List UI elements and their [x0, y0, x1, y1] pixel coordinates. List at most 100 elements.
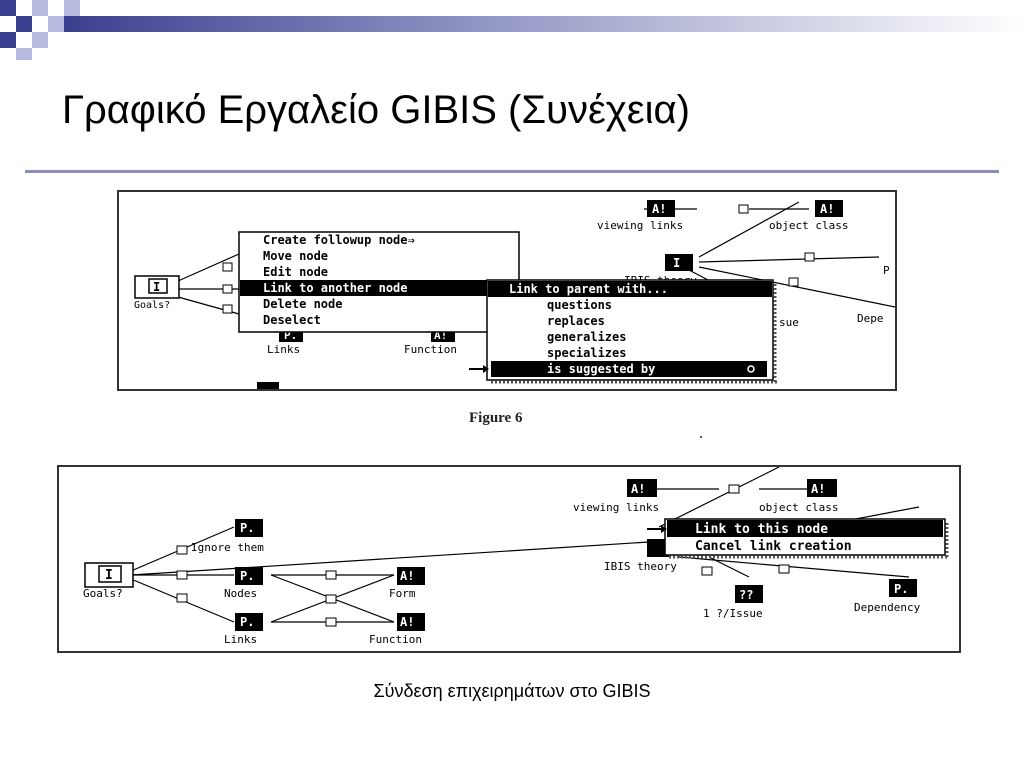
menu-item[interactable]: Cancel link creation	[695, 539, 852, 554]
goals-node[interactable]: I Goals?	[134, 275, 180, 311]
menu-item[interactable]: Link to this node	[667, 520, 943, 537]
object-class-node[interactable]: A! object class	[759, 479, 838, 514]
goals-label: Goals?	[134, 300, 170, 311]
menu-item-label: Delete node	[263, 297, 342, 311]
deco-square	[64, 0, 80, 16]
figure-2-canvas: I Goals? P. Ignore them P. Nodes P. Link…	[83, 467, 949, 646]
figure-1-canvas: I Goals? A! viewing links A! object clas…	[134, 200, 895, 389]
argument-icon: A!	[811, 482, 825, 496]
menu-item-label: Link to another node	[263, 281, 408, 295]
function-node[interactable]: A! Function	[369, 613, 425, 646]
deco-square	[0, 32, 16, 48]
menu-item[interactable]: Move node	[263, 249, 328, 263]
dependency-label: Dependency	[854, 601, 921, 614]
goals-node[interactable]: I Goals?	[83, 562, 134, 600]
viewing-links-label: viewing links	[573, 501, 659, 514]
viewing-links-node[interactable]: A! viewing links	[573, 479, 659, 514]
deco-gradient-bar	[64, 16, 1024, 32]
menu-item-label: Move node	[263, 249, 328, 263]
menu-item-label: Deselect	[263, 313, 321, 327]
nodes-label: Nodes	[224, 587, 257, 600]
menu-item-label: questions	[547, 298, 612, 312]
menu-item-label: Create followup node⇒	[263, 233, 415, 247]
pointer-arrow-icon	[469, 365, 489, 373]
links-node[interactable]: P. Links	[224, 613, 263, 646]
menu-item-label: Edit node	[263, 265, 328, 279]
object-class-label: object class	[759, 501, 838, 514]
goals-icon: I	[153, 280, 160, 294]
form-label: Form	[389, 587, 416, 600]
menu-item-label: replaces	[547, 314, 605, 328]
partial-dependency-label: Depe	[857, 312, 884, 325]
menu-item-label: specializes	[547, 346, 626, 360]
deco-square	[32, 32, 48, 48]
menu-highlight	[240, 280, 518, 296]
function-label: Function	[404, 343, 457, 356]
argument-icon: A!	[820, 202, 834, 216]
partial-issue-label: sue	[779, 316, 799, 329]
link-marker	[176, 484, 790, 627]
submenu-header: Link to parent with...	[488, 281, 772, 297]
menu-item-label: is suggested by	[547, 362, 655, 376]
menu-item[interactable]: questions	[547, 298, 612, 312]
pointer-arrow-icon	[647, 525, 667, 533]
viewing-links-node[interactable]: A! viewing links	[597, 200, 683, 232]
deco-square	[32, 0, 48, 16]
stray-dot	[700, 436, 702, 438]
menu-item[interactable]: generalizes	[547, 330, 626, 344]
ignore-them-label: Ignore them	[191, 541, 264, 554]
nodes-node[interactable]: P. Nodes	[224, 567, 263, 600]
link-marker	[222, 204, 815, 314]
figure-1-screenshot: I Goals? A! viewing links A! object clas…	[117, 190, 897, 391]
link-type-submenu[interactable]: Link to parent with... questions replaces g…	[486, 279, 777, 384]
issue-node[interactable]: ?? 1 ?/Issue	[703, 585, 763, 620]
slide-caption: Σύνδεση επιχειρημάτων στο GIBIS	[373, 681, 651, 701]
question-icon: ??	[739, 588, 753, 602]
viewing-links-label: viewing links	[597, 219, 683, 232]
argument-icon: A!	[400, 615, 414, 629]
argument-icon: A!	[631, 482, 645, 496]
links-label: Links	[267, 343, 300, 356]
position-icon: P.	[240, 615, 254, 629]
menu-item[interactable]: is suggested by	[491, 361, 767, 377]
deco-square	[16, 48, 32, 60]
position-icon: P.	[240, 569, 254, 583]
partial-label: P	[883, 264, 890, 277]
figure-2-screenshot: I Goals? P. Ignore them P. Nodes P. Link…	[57, 465, 961, 653]
argument-icon: A!	[652, 202, 666, 216]
figure-caption: Figure 6	[469, 410, 523, 426]
menu-highlight	[491, 361, 767, 377]
menu-item-label: Cancel link creation	[695, 539, 852, 554]
issue-label: 1 ?/Issue	[703, 607, 763, 620]
form-node[interactable]: A! Form	[389, 567, 425, 600]
menu-item[interactable]: Link to another node	[240, 280, 518, 296]
object-class-label: object class	[769, 219, 848, 232]
radio-indicator-icon	[747, 365, 755, 373]
menu-item[interactable]: Edit node	[263, 265, 328, 279]
deco-square	[16, 16, 32, 32]
position-icon: P.	[240, 521, 254, 535]
menu-item[interactable]: Deselect	[263, 313, 321, 327]
object-class-node[interactable]: A! object class	[769, 200, 848, 232]
scroll-handle[interactable]	[257, 382, 279, 389]
menu-item[interactable]: Create followup node⇒	[263, 233, 415, 247]
goals-icon: I	[105, 568, 113, 583]
links-label: Links	[224, 633, 257, 646]
deco-square	[48, 16, 64, 32]
submenu-header-label: Link to parent with...	[509, 282, 668, 296]
menu-item[interactable]: Delete node	[263, 297, 342, 311]
title-divider	[25, 170, 999, 173]
issue-icon: I	[673, 256, 680, 270]
slide-decoration	[0, 0, 1024, 60]
dependency-node[interactable]: P. Dependency	[854, 579, 921, 614]
ignore-them-node[interactable]: P. Ignore them	[191, 519, 264, 554]
deco-square	[0, 0, 16, 16]
goals-label: Goals?	[83, 587, 123, 600]
menu-item[interactable]: specializes	[547, 346, 626, 360]
menu-item-label: generalizes	[547, 330, 626, 344]
slide-title: Γραφικό Εργαλείο GIBIS (Συνέχεια)	[62, 88, 690, 132]
function-label: Function	[369, 633, 422, 646]
menu-item[interactable]: replaces	[547, 314, 605, 328]
